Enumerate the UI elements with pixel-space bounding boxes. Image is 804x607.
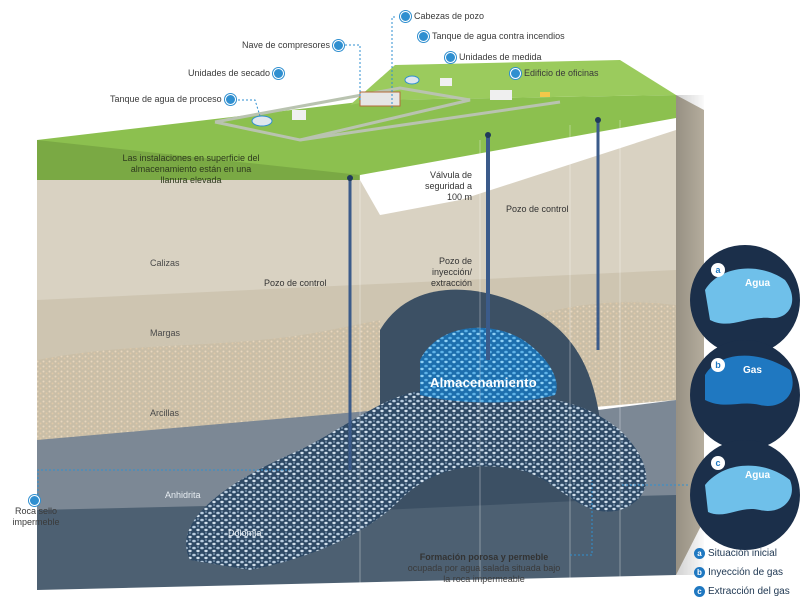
wellhead xyxy=(485,132,491,138)
info-dot-icon xyxy=(510,68,521,80)
office-building xyxy=(490,90,512,100)
clay-layer xyxy=(37,320,380,440)
water-blob-c xyxy=(705,465,792,515)
wellhead xyxy=(347,175,353,181)
label-instalaciones: Las instalaciones en superficie del alma… xyxy=(122,153,260,185)
info-dot-icon xyxy=(29,495,40,507)
storage-label: Almacenamiento xyxy=(430,375,537,390)
leader-cabezas xyxy=(391,16,395,110)
label-pozo-control-left: Pozo de control xyxy=(264,278,327,288)
storage-zone xyxy=(420,327,557,403)
measurement-unit xyxy=(440,78,452,86)
surface-plateau xyxy=(37,95,676,175)
info-dot-icon xyxy=(445,52,456,64)
surface-left-step xyxy=(37,140,360,180)
label-formacion-porosa: Formación porosa y permeble ocupada por … xyxy=(407,552,561,584)
porous-formation xyxy=(186,388,647,570)
label-pozo-inyeccion: Pozo de inyección/ extracción xyxy=(430,256,472,288)
stratum-dolomia: Dolomía xyxy=(228,528,262,538)
circle-a-letter: a xyxy=(711,263,725,277)
label-tanque-proceso: Tanque de agua de proceso xyxy=(110,94,239,106)
wellhead xyxy=(595,117,601,123)
label-cabezas-de-pozo: Cabezas de pozo xyxy=(400,11,484,23)
circle-a-word: Agua xyxy=(745,278,770,289)
circle-c-word: Agua xyxy=(745,470,770,481)
water-blob-a xyxy=(705,268,793,324)
circle-c-letter: c xyxy=(711,456,725,470)
fire-water-tank xyxy=(404,75,420,85)
process-water-tank xyxy=(251,115,273,127)
stratum-calizas: Calizas xyxy=(150,258,180,268)
label-unidades-medida: Unidades de medida xyxy=(445,52,542,64)
circle-b-letter: b xyxy=(711,358,725,372)
label-valvula-seguridad: Válvula de seguridad a 100 m xyxy=(424,170,472,202)
circle-b-word: Gas xyxy=(743,365,762,376)
info-dot-icon xyxy=(400,11,411,23)
info-dot-icon xyxy=(224,94,236,106)
label-edificio-oficinas: Edificio de oficinas xyxy=(510,68,599,80)
stratum-margas: Margas xyxy=(150,328,181,338)
gas-blob-b xyxy=(705,355,793,406)
road xyxy=(299,100,561,142)
label-unidades-secado: Unidades de secado xyxy=(188,68,287,80)
info-dot-icon xyxy=(418,31,429,43)
limestone-layer xyxy=(37,130,676,310)
drying-unit xyxy=(292,110,306,120)
label-roca-sello: Roca sello impermeble xyxy=(8,495,64,528)
label-tanque-incendios: Tanque de agua contra incendios xyxy=(418,31,565,43)
leader-formacion xyxy=(570,480,593,556)
info-dot-icon xyxy=(273,68,285,80)
compressor-building xyxy=(359,91,401,107)
leader-roca-sello xyxy=(37,469,290,495)
leader-tanque-proc xyxy=(238,99,261,117)
leader-nave xyxy=(345,44,361,100)
label-nave-compresores: Nave de compresores xyxy=(242,40,347,52)
info-dot-icon xyxy=(333,40,345,52)
yellow-vehicle xyxy=(540,92,550,97)
stratum-anhidrita: Anhidrita xyxy=(165,490,201,500)
label-pozo-control-right: Pozo de control xyxy=(506,204,569,214)
stratum-arcillas: Arcillas xyxy=(150,408,180,418)
road xyxy=(214,86,471,142)
